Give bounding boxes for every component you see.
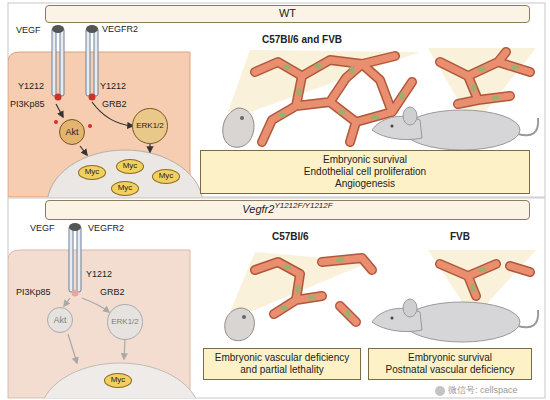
phenotype-box: Embryonic survivalEndothelial cell proli… [200, 150, 530, 194]
node-text: Embryonic survival [408, 352, 492, 364]
ligand-label: VEGF [30, 224, 55, 233]
adaptor-label: GRB2 [100, 288, 125, 297]
myc-molecule: Myc [116, 159, 144, 174]
node-text: Myc [159, 171, 174, 181]
node-text: Embryonic vascular deficiency and partia… [208, 352, 356, 376]
myc-molecule: Myc [111, 181, 139, 196]
akt-molecule: Akt [59, 119, 85, 145]
strain-label: FVB [450, 232, 470, 242]
site-label: Y1212 [86, 270, 112, 279]
strain-label: C57Bl/6 [272, 232, 309, 242]
node-text: Endothelial cell proliferation [304, 166, 426, 178]
phenotype-box: Embryonic survivalPostnatal vascular def… [368, 348, 532, 380]
node-text: ERK1/2 [111, 317, 139, 327]
receptor-label: VEGFR2 [102, 25, 138, 34]
site-label: Y1212 [100, 82, 126, 91]
node-text: Angiogenesis [335, 178, 395, 190]
erk-molecule: ERK1/2 [107, 304, 143, 340]
node-text: Myc [111, 375, 126, 385]
receptor-label: VEGFR2 [88, 224, 124, 233]
node-text: Akt [53, 315, 66, 326]
genotype-band: Vegfr2Y1212F/Y1212F [45, 200, 530, 220]
node-text: WT [279, 7, 296, 20]
node-text: Myc [118, 183, 133, 193]
myc-molecule: Myc [78, 165, 106, 180]
node-text: Y1212F/Y1212F [274, 201, 332, 211]
erk-molecule: ERK1/2 [132, 108, 168, 144]
node-text: Postnatal vascular deficiency [386, 364, 515, 376]
adaptor-label: PI3Kp85 [16, 288, 51, 297]
myc-molecule: Myc [152, 169, 180, 184]
node-text: Vegfr2 [242, 203, 274, 216]
site-label: Y1212 [18, 82, 44, 91]
strain-label: C57Bl/6 and FVB [262, 35, 342, 45]
myc-molecule: Myc [104, 373, 132, 388]
node-text: Embryonic survival [323, 154, 407, 166]
phenotype-box: Embryonic vascular deficiency and partia… [203, 348, 361, 380]
genotype-band: WT [45, 5, 530, 23]
ligand-label: VEGF [16, 26, 41, 35]
node-text: Myc [123, 161, 138, 171]
node-text: ERK1/2 [136, 121, 164, 131]
akt-molecule: Akt [47, 307, 73, 333]
node-text: Akt [65, 127, 78, 138]
watermark: 微信号: cellspace [448, 386, 518, 395]
adaptor-label: PI3Kp85 [10, 100, 45, 109]
adaptor-label: GRB2 [102, 100, 127, 109]
node-text: Myc [85, 167, 100, 177]
